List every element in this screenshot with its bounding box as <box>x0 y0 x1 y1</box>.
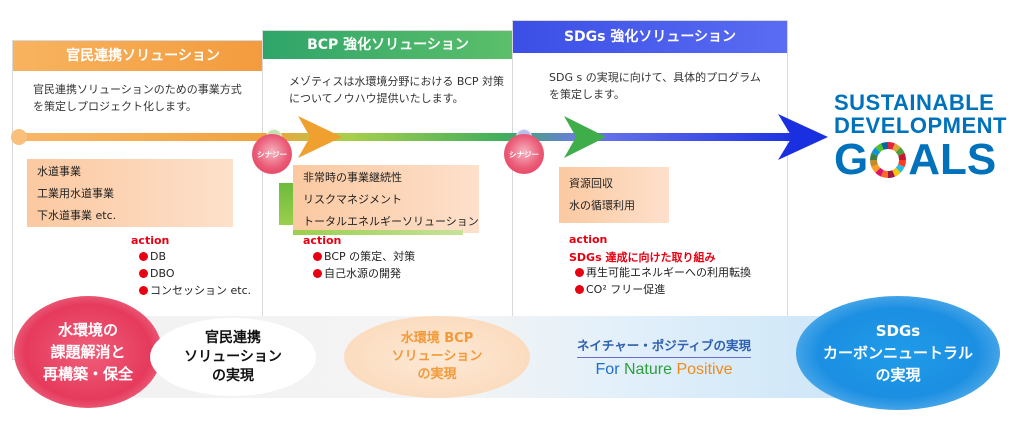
bullet-icon <box>139 269 148 278</box>
sdg-wheel-icon <box>870 141 907 179</box>
bullet-icon <box>575 285 584 294</box>
action-subtitle: SDGs 達成に向けた取り組み <box>569 251 716 264</box>
tag-box: 資源回収 水の循環利用 <box>559 167 669 223</box>
tag-accent-bar <box>279 183 293 225</box>
arrow-head-orange <box>298 116 342 158</box>
panel-title: 官民連携ソリューション <box>66 48 220 64</box>
timeline-node-start <box>11 129 27 145</box>
bullet-icon <box>139 252 148 261</box>
goal-ellipse-carbon-neutral: SDGs カーボンニュートラル の実現 <box>796 296 1000 410</box>
bullet-icon <box>139 286 148 295</box>
action-list: 再生可能エネルギーへの利用転換 CO² フリー促進 <box>575 264 751 298</box>
nature-positive-subtitle: For Nature Positive <box>595 361 733 378</box>
bullet-icon <box>575 268 584 277</box>
action-label: action <box>131 234 170 247</box>
tag-box: 水道事業 工業用水道事業 下水道事業 etc. <box>27 159 233 227</box>
panel-header-sdgs: SDGs 強化ソリューション <box>513 21 787 53</box>
panel-title: BCP 強化ソリューション <box>307 37 469 53</box>
panel-description: SDG s の実現に向けて、具体的プログラム を策定します。 <box>549 71 761 101</box>
goal-nature-positive: ネイチャー・ポジティブの実現 For Nature Positive <box>548 318 780 396</box>
goal-ellipse-water: 水環境の 課題解消と 再構築・保全 <box>14 296 162 408</box>
panel-description: 官民連携ソリューションのための事業方式 を策定しプロジェクト化します。 <box>33 83 242 113</box>
goal-ellipse-bcp: 水環境 BCP ソリューション の実現 <box>344 316 530 398</box>
synergy-badge: シナジー <box>504 134 544 174</box>
panel-header-public-private: 官民連携ソリューション <box>13 41 273 71</box>
synergy-badge: シナジー <box>252 134 292 174</box>
panel-public-private: 官民連携ソリューション 官民連携ソリューションのための事業方式 を策定しプロジェ… <box>12 40 274 360</box>
list-item: コンセッション etc. <box>139 282 251 299</box>
list-item: BCP の策定、対策 <box>313 248 415 265</box>
panel-title: SDGs 強化ソリューション <box>563 29 737 45</box>
arrow-line <box>18 133 802 141</box>
list-item: 再生可能エネルギーへの利用転換 <box>575 264 751 281</box>
tag-underline <box>293 230 463 235</box>
nature-positive-title: ネイチャー・ポジティブの実現 <box>576 335 752 358</box>
arrow-head-blue <box>778 114 828 160</box>
action-label: action <box>303 234 342 247</box>
action-list: BCP の策定、対策 自己水源の開発 <box>313 248 415 282</box>
list-item: DB <box>139 248 251 265</box>
bullet-icon <box>313 269 322 278</box>
list-item: CO² フリー促進 <box>575 281 751 298</box>
arrow-head-green <box>564 116 606 158</box>
action-label: action <box>569 233 608 246</box>
panel-header-bcp: BCP 強化ソリューション <box>263 31 513 59</box>
panel-bcp: BCP 強化ソリューション メゾティスは水環境分野における BCP 対策 につい… <box>262 30 514 320</box>
list-item: DBO <box>139 265 251 282</box>
sdg-logo: SUSTAINABLE DEVELOPMENT G <box>834 90 1007 184</box>
tag-box: 非常時の事業継続性 リスクマネジメント トータルエネルギーソリューション <box>293 165 479 233</box>
action-list: DB DBO コンセッション etc. <box>139 248 251 299</box>
bullet-icon <box>313 252 322 261</box>
list-item: 自己水源の開発 <box>313 265 415 282</box>
goal-ellipse-public-private: 官民連携 ソリューション の実現 <box>150 318 316 396</box>
panel-description: メゾティスは水環境分野における BCP 対策 についてノウハウ提供いたします。 <box>289 75 504 105</box>
